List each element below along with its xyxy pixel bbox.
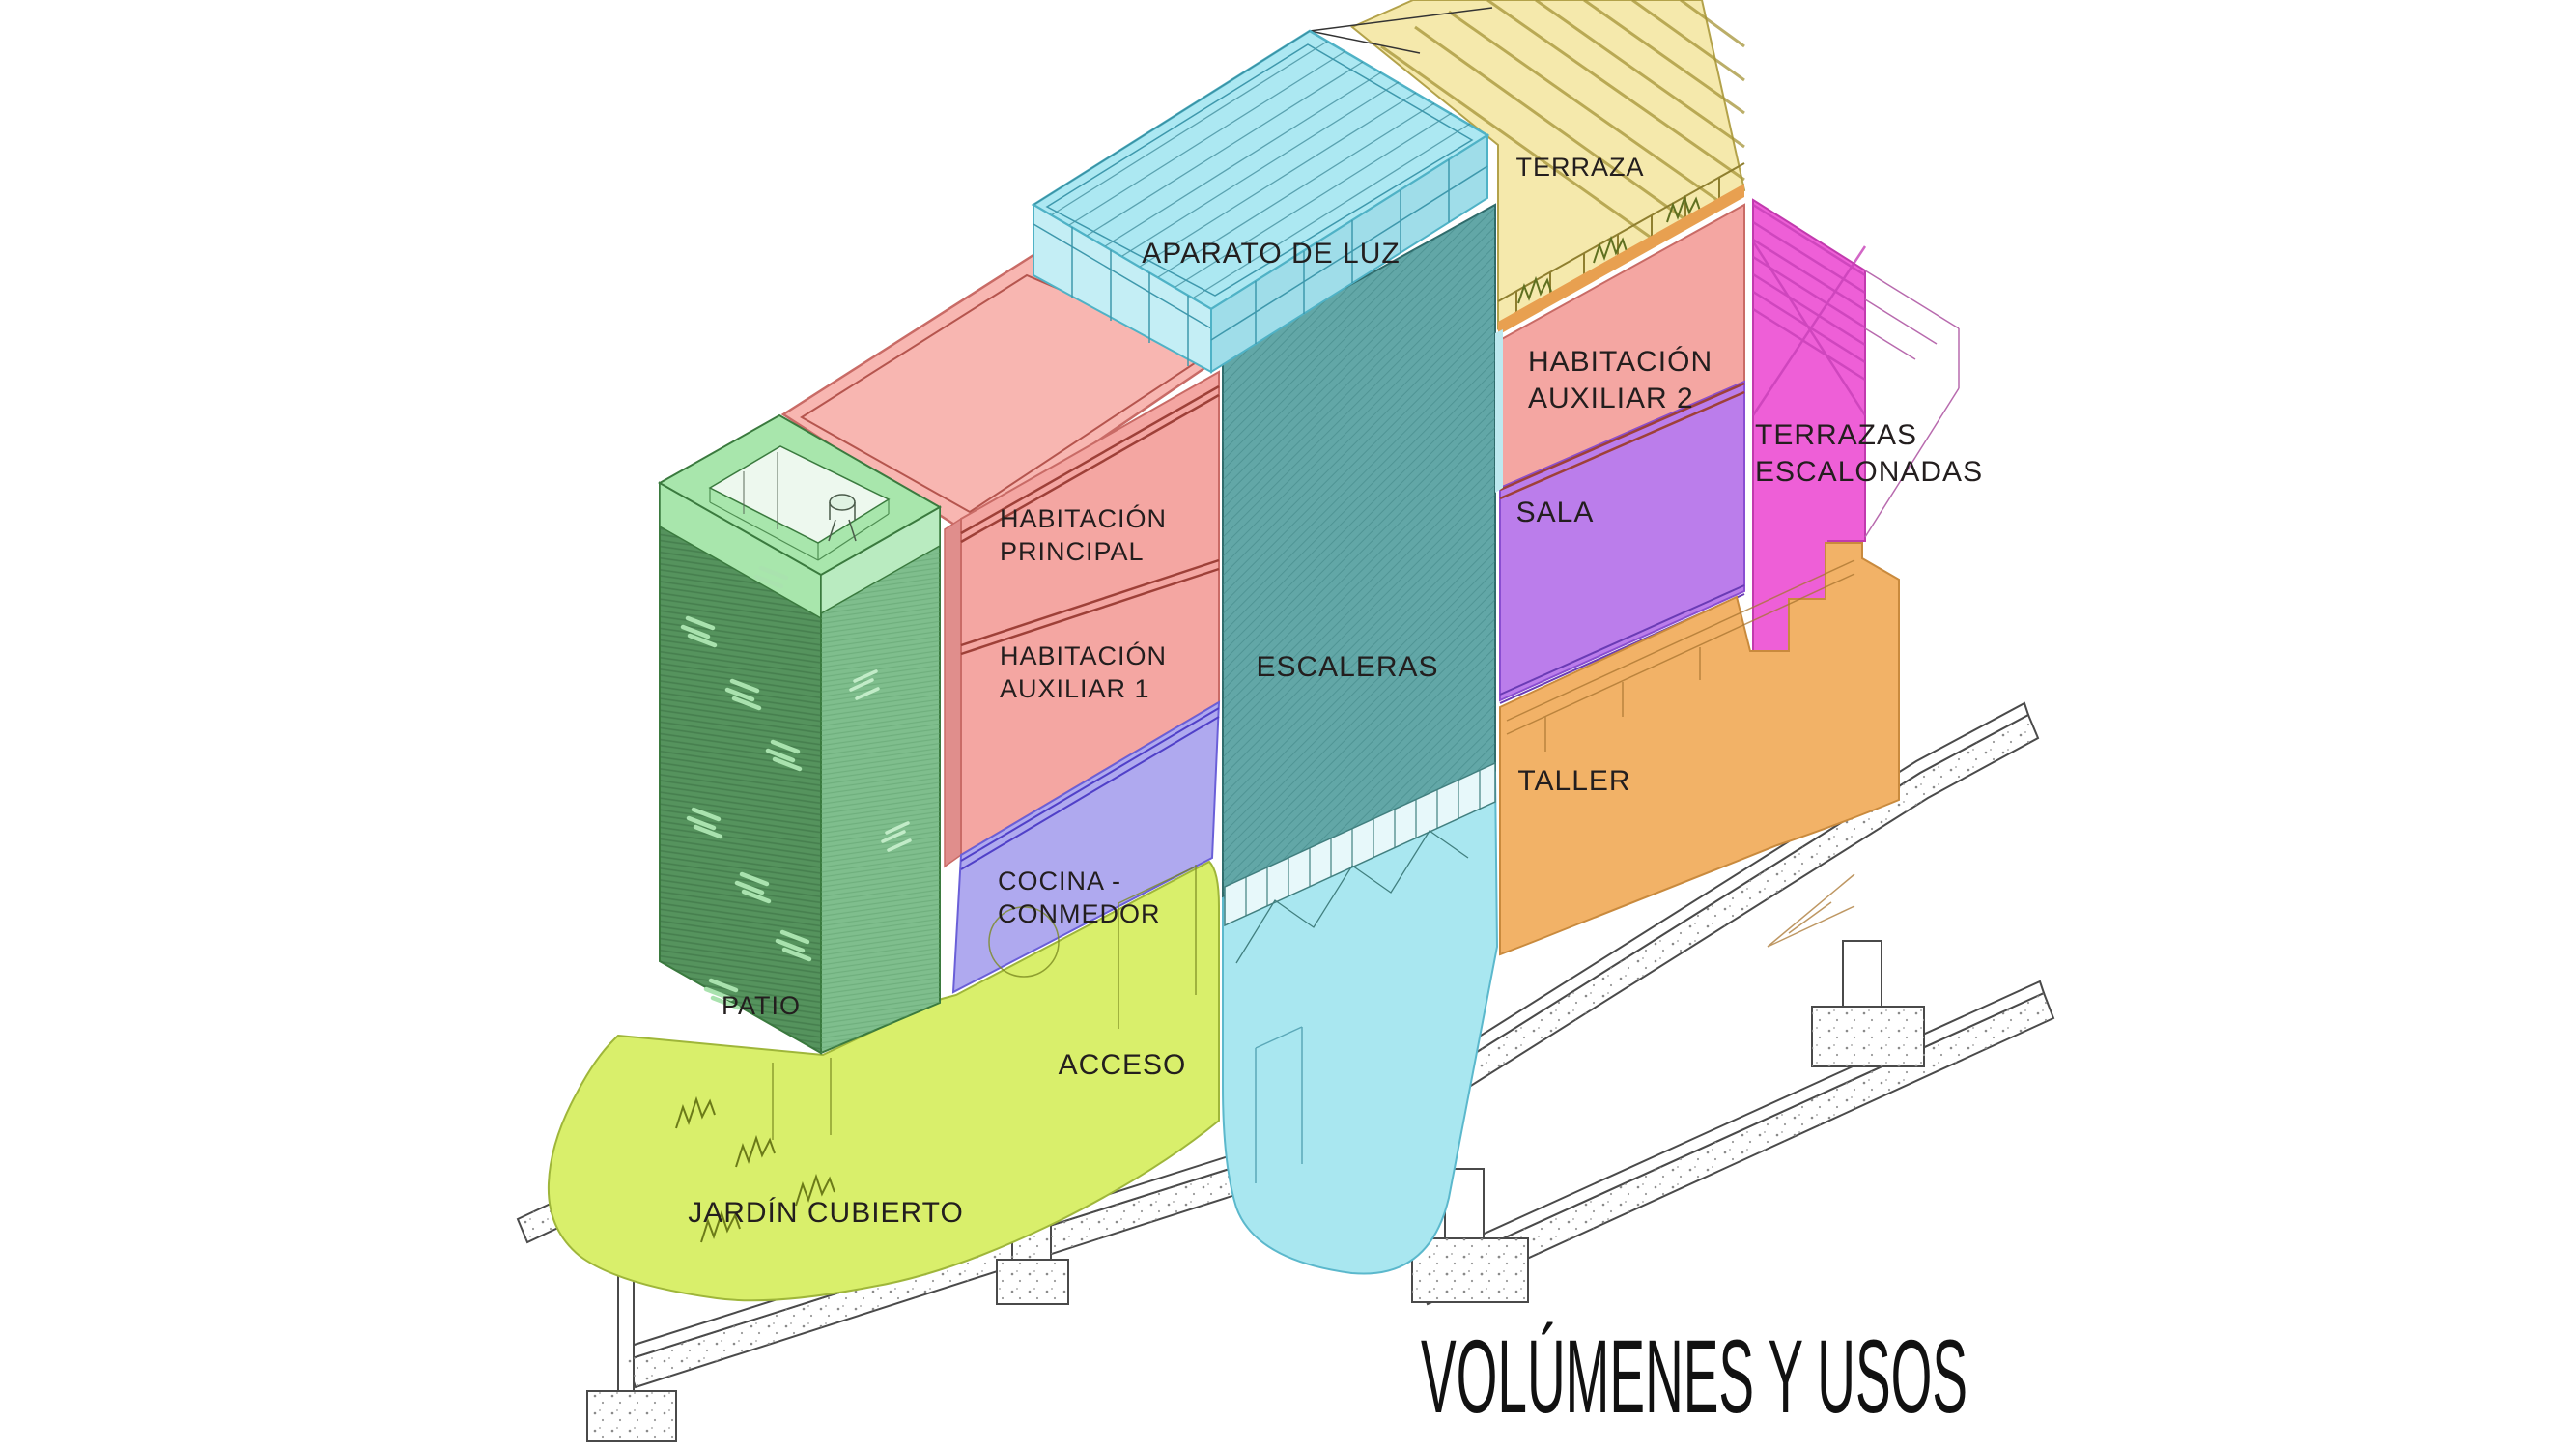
escaleras-side-sliver xyxy=(1495,329,1503,493)
volume-terraza xyxy=(1350,0,1746,335)
terraza-plants-icon xyxy=(1517,194,1701,304)
floor-band-lines xyxy=(960,384,1220,656)
label-habitacion-auxiliar-2: HABITACIÓN AUXILIAR 2 xyxy=(1528,346,1721,414)
jardin-plants-icon xyxy=(675,1095,835,1243)
diagram-title: VOLÚMENES Y USOS xyxy=(1421,1318,1967,1435)
volume-stair-lower xyxy=(1222,761,1499,1275)
patio-face-left-hatch xyxy=(660,526,821,1053)
stair-door-lines xyxy=(1255,1026,1303,1183)
taller-interior-lines xyxy=(1506,559,1855,948)
pergola-beams xyxy=(1380,0,1745,243)
patio-interior-sketch xyxy=(743,452,778,529)
volume-taller xyxy=(1499,542,1900,956)
cocina-comedor-face xyxy=(951,700,1221,994)
cocina-band-lines xyxy=(960,707,1220,870)
patio-screen-perforations xyxy=(680,565,812,1010)
volume-terrazas-escalonadas xyxy=(1751,198,1960,654)
volume-acceso-jardin xyxy=(547,860,1220,1302)
label-habitacion-principal: HABITACIÓN PRINCIPAL xyxy=(1000,503,1175,566)
acceso-jardin-blob xyxy=(547,860,1220,1302)
escaleras-hatch xyxy=(1223,205,1495,896)
terraza-floor-edge xyxy=(1498,184,1744,335)
patio-opening-depth-lines xyxy=(709,488,890,561)
label-escaleras: ESCALERAS xyxy=(1256,651,1438,683)
labels: APARATO DE LUZ TERRAZA HABITACIÓN AUXILI… xyxy=(688,153,1983,1229)
label-sala: SALA xyxy=(1516,497,1595,528)
patio-face-right-hatch xyxy=(821,546,940,1053)
volume-aparato-de-luz xyxy=(1031,29,1490,374)
label-patio: PATIO xyxy=(722,991,801,1020)
label-cocina-comedor: COCINA - CONMEDOR xyxy=(998,867,1161,928)
magenta-pergola-beams xyxy=(1751,203,1867,416)
label-habitacion-auxiliar-1: HABITACIÓN AUXILIAR 1 xyxy=(1000,640,1175,703)
taller-face xyxy=(1499,542,1900,956)
label-jardin-cubierto: JARDÍN CUBIERTO xyxy=(688,1197,964,1229)
water-tank-icon xyxy=(828,494,857,542)
stair-lower-blob xyxy=(1222,771,1499,1275)
sala-face xyxy=(1499,380,1745,702)
sala-band-lines xyxy=(1499,382,1745,500)
volume-cocina-comedor xyxy=(951,700,1221,994)
habitacion-face-side xyxy=(944,517,962,868)
volume-escaleras xyxy=(1222,203,1503,898)
patio-screen-perforations-right xyxy=(849,669,912,852)
label-aparato-de-luz: APARATO DE LUZ xyxy=(1142,238,1400,270)
label-acceso: ACCESO xyxy=(1059,1049,1187,1081)
foundation-pier-4 xyxy=(1842,940,1882,1011)
stepped-terrace-outline xyxy=(1864,270,1960,538)
stair-window-band xyxy=(1224,761,1496,927)
cable-lines xyxy=(1309,7,1493,54)
volume-patio xyxy=(657,413,943,1055)
acceso-interior-lines xyxy=(772,865,1197,1140)
stair-window-mullions xyxy=(1245,771,1481,916)
volume-sala xyxy=(1499,380,1745,704)
aparato-front-mullions xyxy=(1033,223,1212,366)
label-taller: TALLER xyxy=(1517,765,1630,797)
aparato-roof-joists xyxy=(1033,30,1471,298)
aparato-right-mullions xyxy=(1210,159,1488,344)
label-terrazas-escalonadas: TERRAZAS ESCALONADAS xyxy=(1755,419,1983,488)
label-terraza: TERRAZA xyxy=(1515,153,1644,182)
foundation xyxy=(516,701,2055,1442)
aparato-roof-rim xyxy=(1045,43,1474,297)
stair-truss-lines xyxy=(1235,830,1469,964)
